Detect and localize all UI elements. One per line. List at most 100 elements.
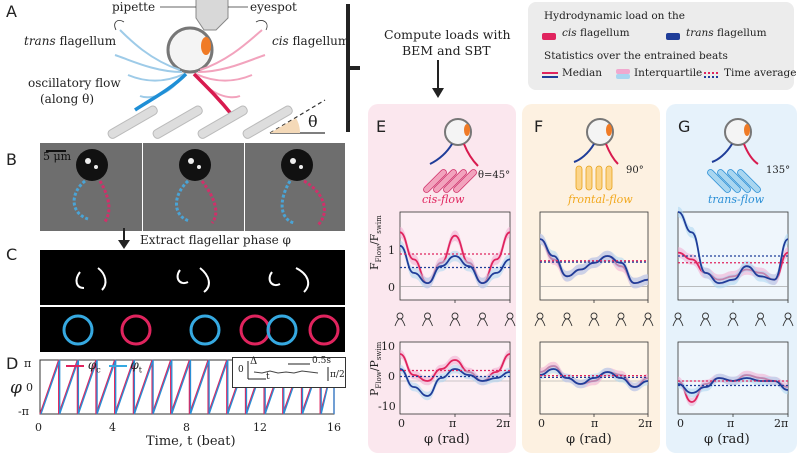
trans-interquartile — [678, 206, 788, 289]
eyespot-label: eyespot — [250, 0, 297, 14]
angle-g: 135° — [766, 165, 791, 176]
chart-f-bottom — [539, 341, 649, 417]
title-cis-flow: cis-flow — [422, 193, 465, 206]
tracked-flagella — [72, 179, 326, 227]
beat-shape-icon-arms — [642, 318, 654, 327]
chart-g-top — [677, 206, 789, 303]
inset-delta: Δ — [250, 356, 258, 367]
chart-e-bottom — [399, 341, 511, 417]
beat-shape-icon — [757, 312, 764, 320]
panel-label-c: C — [6, 245, 18, 264]
power-ytick-10: 10 — [381, 340, 395, 353]
power-ytick-0: 0 — [388, 370, 395, 383]
g-xtick-0: 0 — [677, 417, 684, 430]
schematic-e — [423, 118, 479, 193]
panel-label-g: G — [678, 117, 691, 136]
beat-shape-icon-arms — [700, 318, 711, 327]
panel-c-overlays — [62, 267, 340, 346]
extract-phase-label: Extract flagellar phase φ — [140, 233, 291, 247]
beat-shape-icon — [702, 312, 709, 320]
legend-time-average: Time average — [724, 67, 797, 79]
power-ytick-neg10: -10 — [378, 400, 396, 413]
beat-shape-icon — [536, 312, 544, 320]
beat-shape-icon — [674, 312, 682, 320]
trans-median-line — [677, 211, 789, 285]
panel-a-schematic — [107, 0, 360, 139]
beat-shape-icon — [729, 312, 737, 320]
along-theta-label: (along θ) — [40, 92, 95, 106]
cell-highlights — [85, 158, 303, 169]
beat-shape-icon-arms — [394, 318, 406, 327]
beat-shape-icon — [644, 312, 652, 320]
beat-shape-icon — [424, 312, 431, 320]
plot-frame — [539, 211, 649, 301]
trans-interquartile — [678, 373, 788, 398]
legend-cis: cis flagellum — [562, 27, 630, 39]
legend-cis-swatch — [542, 33, 556, 40]
trans-bracket — [114, 20, 125, 31]
beat-shape-icons-g — [672, 312, 794, 327]
beat-shape-icon-arms — [615, 318, 627, 327]
beat-shape-icon-arms — [561, 318, 573, 327]
phase-xtick-12: 12 — [253, 421, 267, 434]
trans-flagellum-active — [134, 72, 188, 112]
phase-ytick-negpi: -π — [18, 405, 29, 418]
g-xtick-2pi: 2π — [774, 417, 789, 430]
legend-iq-swatch-blue — [616, 74, 630, 79]
legend-iq-swatch-pink — [616, 69, 630, 74]
panel-label-f: F — [534, 117, 544, 136]
title-trans-flow: trans-flow — [708, 193, 765, 206]
phase-xtick-16: 16 — [327, 421, 341, 434]
beat-shape-icon — [396, 312, 404, 320]
phase-inset-trace — [247, 361, 329, 381]
trans-interquartile — [400, 364, 510, 401]
oscillatory-flow-label: oscillatory flow — [28, 76, 121, 90]
theta-label: θ — [308, 112, 318, 131]
beat-shape-icon-arms — [449, 318, 461, 327]
legend-median: Median — [562, 67, 603, 79]
trans-flagellum-label: trans flagellum — [24, 34, 117, 48]
f-xtick-pi: π — [591, 417, 599, 430]
phase-xtick-8: 8 — [183, 421, 190, 434]
phase-xtick-4: 4 — [109, 421, 116, 434]
beat-shape-icon — [451, 312, 459, 320]
e-xtick-pi: π — [449, 417, 457, 430]
inset-zero: 0 — [238, 365, 244, 375]
pipette-shape — [195, 0, 229, 31]
g-xlabel: φ (rad) — [704, 432, 750, 447]
cis-flagellum-active — [192, 72, 234, 117]
panel-label-e: E — [376, 117, 387, 136]
phase-ytick-0: 0 — [26, 381, 33, 394]
force-ytick-0: 0 — [388, 281, 395, 294]
force-ytick-1: 1 — [388, 244, 395, 257]
e-xlabel: φ (rad) — [424, 432, 470, 447]
inset-time: 0.5s — [312, 356, 331, 366]
pipette-label: pipette — [112, 0, 156, 14]
legend-box: Hydrodynamic load on the cis flagellum t… — [528, 2, 797, 90]
phase-xlabel: Time, t (beat) — [146, 434, 236, 449]
beat-shape-icon — [479, 312, 486, 320]
theta-wedge — [270, 118, 300, 133]
cis-flagellum-strokes — [195, 29, 266, 99]
beat-shape-icon-arms — [477, 318, 488, 327]
cis-interquartile — [400, 349, 510, 386]
bem-sbt-label: BEM and SBT — [402, 43, 491, 58]
cis-median-line — [399, 353, 511, 382]
panel-b-overlays — [46, 149, 326, 227]
panel-label-d: D — [6, 354, 19, 373]
phase-legend: φc φt — [66, 358, 142, 374]
f-xtick-0: 0 — [538, 417, 545, 430]
beat-shape-icon-arms — [782, 318, 794, 327]
e-xtick-0: 0 — [398, 417, 405, 430]
chart-g-bottom — [677, 341, 789, 417]
trans-median-line — [677, 377, 789, 394]
title-frontal-flow: frontal-flow — [568, 193, 633, 206]
f-xtick-2pi: 2π — [638, 417, 653, 430]
eyespot-shape — [201, 37, 211, 55]
legend-stats-heading: Statistics over the entrained beats — [544, 50, 728, 62]
inset-t: t — [266, 372, 270, 382]
phase-xtick-0: 0 — [35, 421, 42, 434]
phase-circles — [62, 314, 340, 346]
cell-body — [166, 26, 214, 74]
beat-shape-icon-arms — [672, 318, 684, 327]
